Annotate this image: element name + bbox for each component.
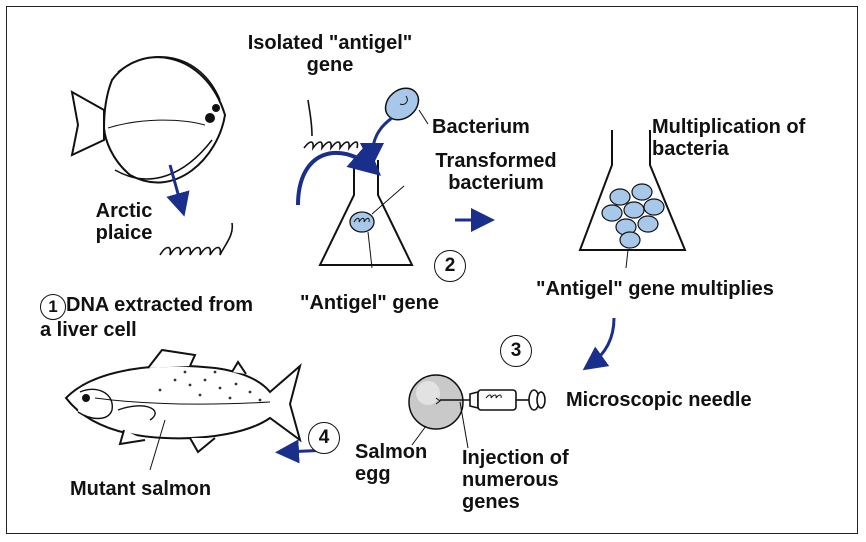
salmon-egg-line2: egg bbox=[355, 463, 427, 485]
gene-multiplies-label: "Antigel" gene multiplies bbox=[536, 278, 774, 300]
multiplication-label: Multiplication of bacteria bbox=[652, 116, 805, 160]
transformed-bacterium-label: Transformed bacterium bbox=[416, 150, 576, 194]
dna-coil-icon bbox=[304, 100, 358, 148]
multiplication-line2: bacteria bbox=[652, 138, 805, 160]
salmon-egg-label: Salmon egg bbox=[355, 441, 427, 485]
injection-line3: genes bbox=[462, 491, 569, 513]
multiplication-line1: Multiplication of bbox=[652, 116, 805, 138]
salmon-egg-line1: Salmon bbox=[355, 441, 427, 463]
injection-label: Injection of numerous genes bbox=[462, 447, 569, 513]
salmon-icon bbox=[66, 350, 300, 452]
transformed-line1: Transformed bbox=[416, 150, 576, 172]
step-2-badge: 2 bbox=[434, 250, 466, 282]
step-1-badge: 1 bbox=[40, 294, 66, 320]
isolated-gene-line2: gene bbox=[210, 54, 450, 76]
arrow-icon bbox=[372, 118, 392, 158]
step-3-badge: 3 bbox=[500, 335, 532, 367]
injection-line2: numerous bbox=[462, 469, 569, 491]
flatfish-icon bbox=[72, 57, 225, 183]
bacterium-icon bbox=[379, 82, 425, 127]
step-4-badge: 4 bbox=[308, 422, 340, 454]
antigel-gene-label: "Antigel" gene bbox=[300, 292, 439, 314]
dna-extracted-label: DNA extracted from bbox=[66, 294, 253, 316]
dna-line1: DNA extracted from bbox=[66, 294, 253, 316]
arctic-line2: plaice bbox=[84, 222, 164, 244]
bacterium-icon bbox=[602, 184, 664, 248]
arrow-icon bbox=[298, 153, 372, 205]
dna-coil-icon bbox=[160, 223, 232, 255]
dna-extracted-label-2: a liver cell bbox=[40, 319, 137, 341]
egg-icon bbox=[409, 375, 463, 429]
microscopic-needle-label: Microscopic needle bbox=[566, 389, 752, 411]
arctic-plaice-label: Arctic plaice bbox=[84, 200, 164, 244]
injection-line1: Injection of bbox=[462, 447, 569, 469]
arctic-line1: Arctic bbox=[84, 200, 164, 222]
transformed-line2: bacterium bbox=[416, 172, 576, 194]
isolated-gene-label: Isolated "antigel" gene bbox=[210, 32, 450, 76]
isolated-gene-line1: Isolated "antigel" bbox=[210, 32, 450, 54]
bacterium-label: Bacterium bbox=[432, 116, 530, 138]
mutant-salmon-label: Mutant salmon bbox=[70, 478, 211, 500]
bacterium-icon bbox=[350, 212, 374, 232]
arrow-icon bbox=[590, 318, 614, 365]
